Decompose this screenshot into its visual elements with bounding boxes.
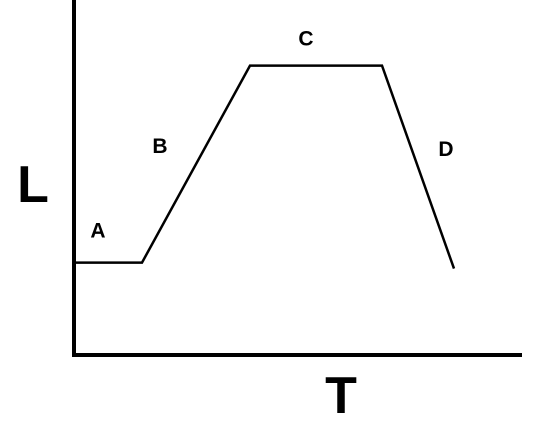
series-layer <box>74 64 456 270</box>
segment-label-b: B <box>152 135 167 158</box>
axes <box>72 0 522 357</box>
segment-labels: A B C D <box>90 28 453 243</box>
series-line-0 <box>74 64 456 270</box>
x-axis-label: T <box>325 367 357 421</box>
y-axis-label: L <box>17 156 49 214</box>
segment-label-d: D <box>438 138 453 161</box>
segment-label-c: C <box>298 28 313 51</box>
segment-label-a: A <box>90 220 105 243</box>
